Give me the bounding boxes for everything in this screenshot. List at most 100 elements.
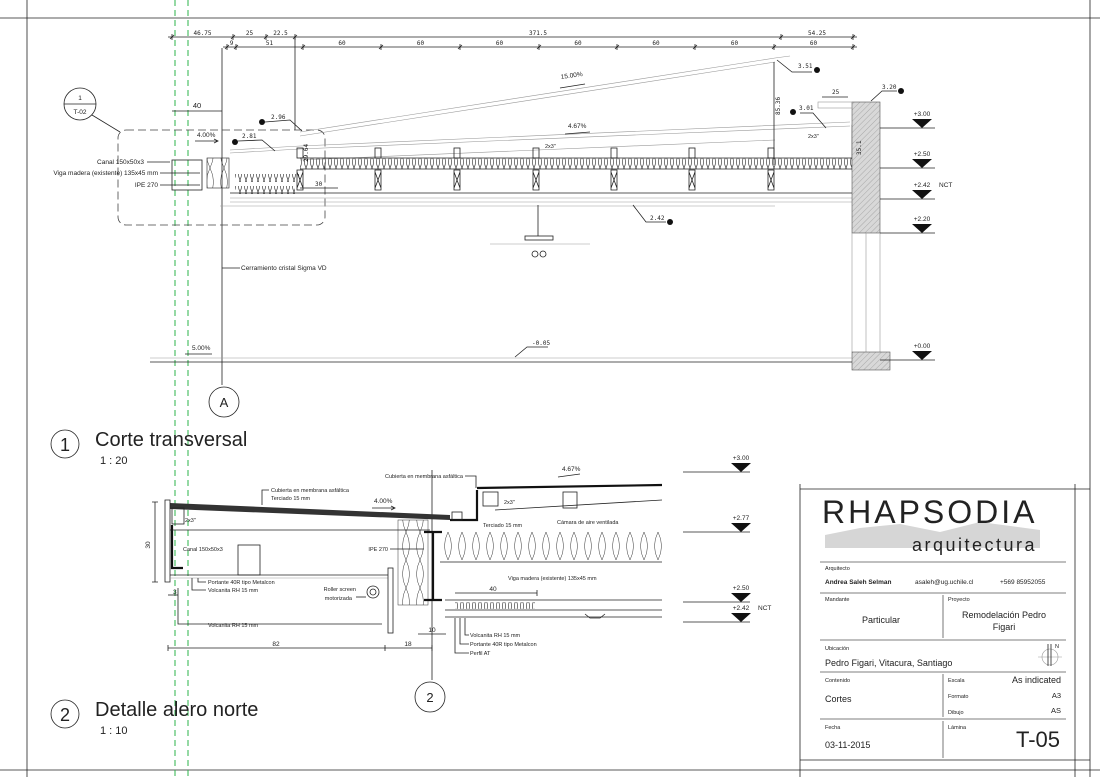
label-perfil: Perfil AT — [470, 651, 491, 657]
logo-subtitle: arquitectura — [912, 535, 1037, 555]
dimension-value: 371.5 — [529, 30, 547, 37]
label-viga: Viga madera (existente) 135x45 mm — [53, 170, 158, 177]
dimension-value: 9 — [230, 40, 234, 47]
dimension-tick — [850, 44, 856, 50]
label-roller-screen-2: motorizada — [325, 596, 353, 602]
grid-axis-bubble — [208, 386, 240, 418]
spot-level-icon — [667, 219, 673, 225]
logo-wordmark: RHAPSODIA — [822, 494, 1037, 530]
label-mandante: Mandante — [825, 597, 849, 603]
label-portante: Portante 40R tipo Metalcon — [208, 580, 275, 586]
dimension-tick — [169, 34, 175, 40]
dim-40: 40 — [489, 586, 497, 593]
level-triangle-icon — [731, 613, 751, 622]
label-terciado: Terciado 15 mm — [271, 496, 311, 502]
joist-stud — [532, 147, 540, 159]
slope-label: 4.00% — [374, 498, 393, 505]
level-triangle-icon — [912, 224, 932, 233]
label-cerramiento: Cerramiento cristal Sigma VD — [241, 265, 327, 272]
slope-label: 4.67% — [568, 123, 587, 130]
dim-25: 25 — [832, 89, 840, 96]
dimension-tick — [233, 44, 239, 50]
level-triangle-icon — [731, 463, 751, 472]
spot-level: 2.96 — [271, 114, 286, 121]
architect-name: Andrea Saleh Selman — [825, 579, 891, 586]
view-scale: 1 : 10 — [100, 725, 128, 737]
axis-label: 2 — [426, 690, 433, 705]
location: Pedro Figari, Vitacura, Santiago — [825, 658, 952, 668]
format: A3 — [1052, 691, 1061, 700]
level-triangle-icon — [731, 593, 751, 602]
spot-level: -0.05 — [532, 340, 550, 347]
spot-level-icon — [790, 109, 796, 115]
content: Cortes — [825, 694, 852, 704]
dimension-tick — [614, 44, 620, 50]
level-value: +3.00 — [914, 111, 931, 118]
spot-level: 3.01 — [799, 105, 814, 112]
joist — [453, 169, 461, 191]
dimension-value: 60 — [417, 40, 425, 47]
joist-stud — [453, 147, 461, 159]
dimension-value: 54.25 — [808, 30, 826, 37]
slope-label: 4.00% — [197, 132, 216, 139]
architect-email: asaleh@ug.uchile.cl — [915, 579, 974, 586]
axis-label: A — [220, 395, 229, 410]
view-title: Detalle alero norte — [95, 699, 258, 721]
dimension-tick — [263, 34, 269, 40]
scale: As indicated — [1012, 675, 1061, 685]
timber-label: 2x3" — [504, 500, 515, 506]
architect-phone: +569 85952055 — [1000, 579, 1046, 586]
label-contenido: Contenido — [825, 678, 850, 684]
view-number: 1 — [60, 435, 70, 455]
dimension-value: 60 — [652, 40, 660, 47]
dimension-value: 60 — [496, 40, 504, 47]
north-label: N — [1055, 644, 1059, 650]
dim-40: 40 — [193, 101, 201, 110]
spot-level-icon — [898, 88, 904, 94]
label-volcanita: Volcanita RH 15 mm — [470, 633, 521, 639]
label-ubicacion: Ubicación — [825, 646, 849, 652]
dimension-value: 60 — [810, 40, 818, 47]
dimension-tick — [230, 34, 236, 40]
spot-level: 2.42 — [650, 215, 665, 222]
north-arrow-icon: N — [1038, 644, 1062, 666]
joist — [532, 169, 540, 191]
label-cubierta-top: Cubierta en membrana asfáltica — [385, 474, 464, 480]
label-roller-screen: Roller screen — [324, 587, 356, 593]
dimension-tick — [850, 34, 856, 40]
label-ipe: IPE 270 — [135, 182, 159, 189]
section-1-title: 1 Corte transversal 1 : 20 — [50, 429, 247, 467]
dimension-tick — [224, 44, 230, 50]
label-canal: Canal 150x50x3 — [97, 159, 144, 166]
level-tag: NCT — [758, 605, 771, 612]
dimension-tick — [536, 44, 542, 50]
dim-18: 18 — [404, 641, 412, 648]
dimension-tick — [292, 34, 298, 40]
dimension-tick — [771, 44, 777, 50]
date: 03-11-2015 — [825, 740, 870, 750]
label-viga: Viga madera (existente) 135x45 mm — [508, 576, 597, 582]
slope-label: 4.67% — [562, 466, 581, 473]
level-value: +2.77 — [733, 515, 750, 522]
label-volcanita: Volcanita RH 15 mm — [208, 588, 259, 594]
level-triangle-icon — [912, 190, 932, 199]
slope-label: 15.00% — [560, 71, 583, 81]
level-value: +2.50 — [733, 585, 750, 592]
joist — [688, 169, 696, 191]
dim-10: 10 — [428, 627, 436, 634]
joist-stud — [374, 147, 382, 159]
project-line-2: Figari — [993, 622, 1016, 632]
client: Particular — [862, 615, 900, 625]
level-tag: NCT — [939, 182, 952, 189]
label-cubierta: Cubierta en membrana asfáltica — [271, 488, 350, 494]
joist-stud — [610, 147, 618, 159]
timber-label: 2x3" — [545, 144, 556, 150]
title-block: RHAPSODIA arquitectura Arquitecto Andrea… — [799, 484, 1090, 777]
joist-stud — [767, 147, 775, 159]
timber-label: 2x3" — [185, 518, 196, 524]
dim-35-1: 35.1 — [856, 140, 863, 155]
